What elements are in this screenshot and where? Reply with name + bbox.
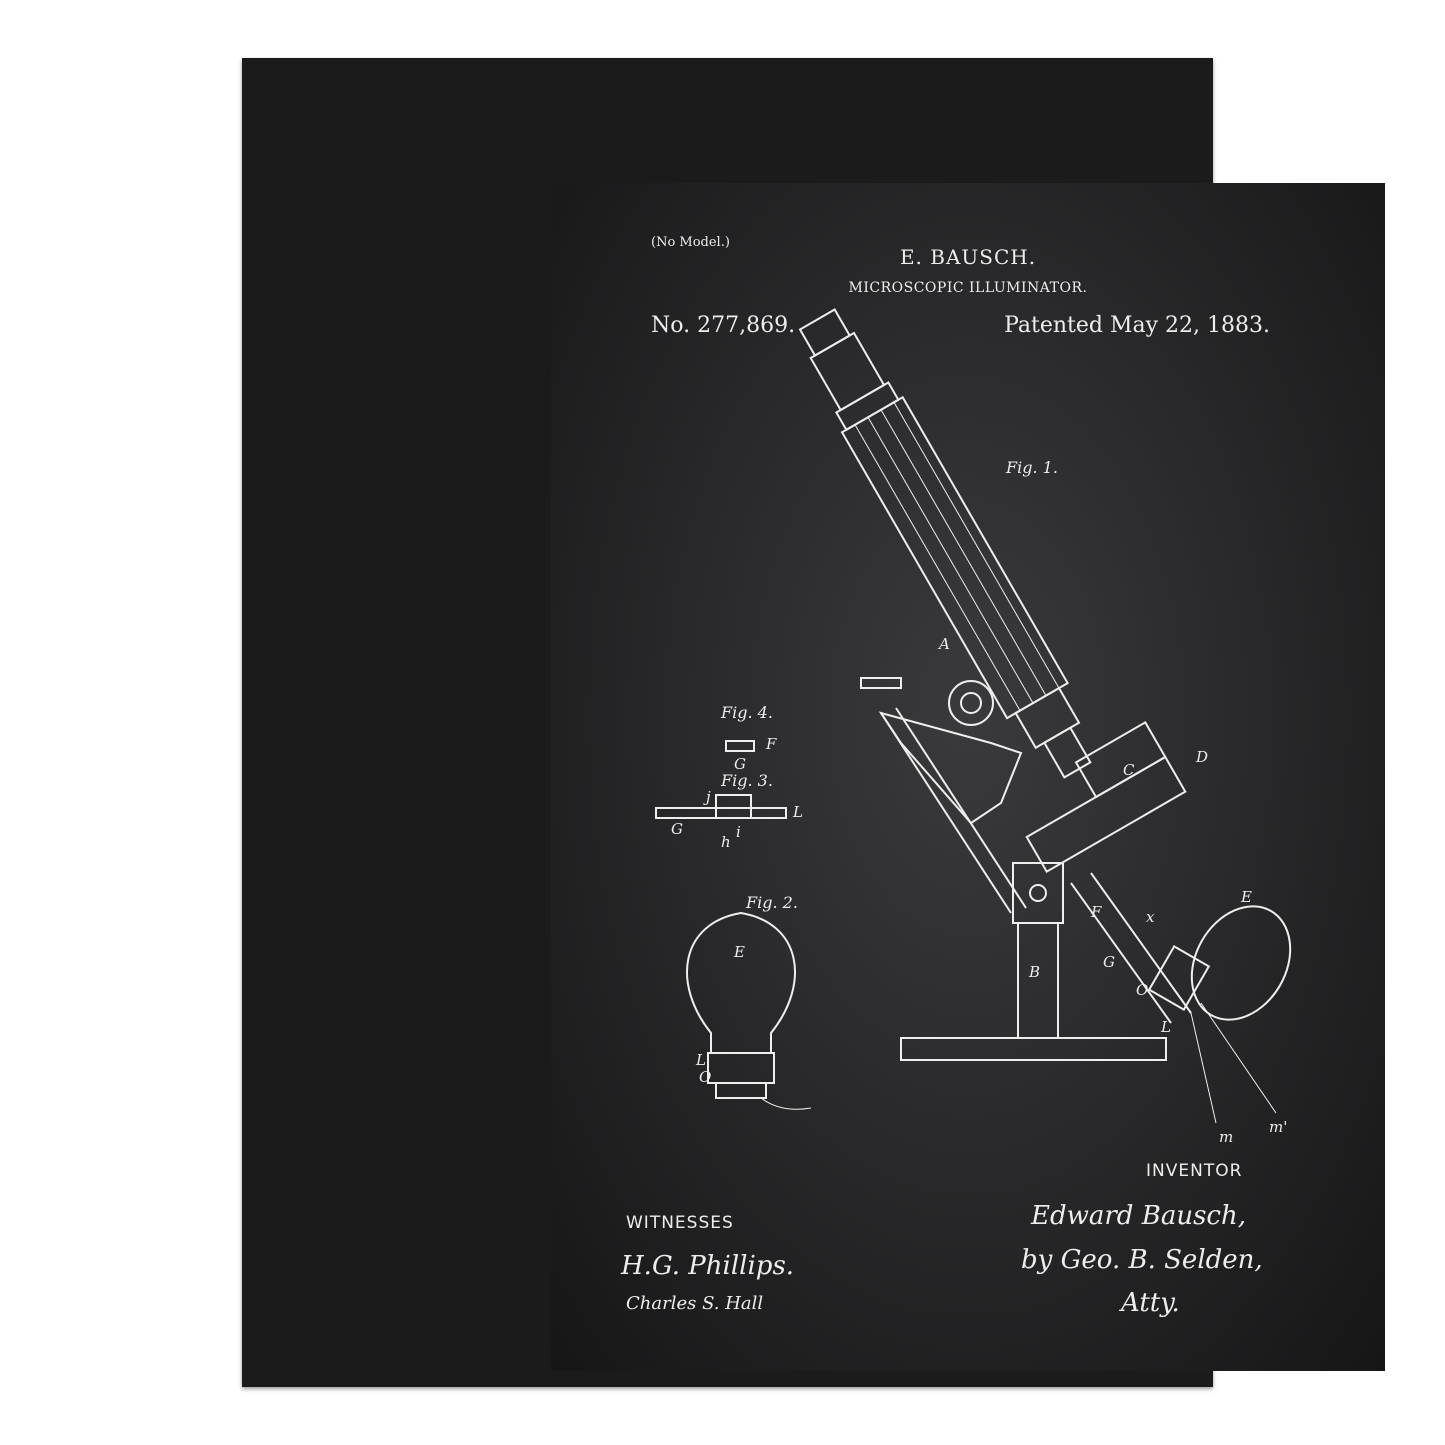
- fig1-label: Fig. 1.: [1006, 458, 1058, 477]
- inventor-heading: INVENTOR: [1146, 1161, 1243, 1181]
- stage: [1025, 755, 1187, 874]
- fig2-label: Fig. 2.: [746, 893, 798, 912]
- witnesses-heading: WITNESSES: [626, 1213, 734, 1233]
- fig4-label-g: G: [734, 755, 746, 773]
- fig3-label-j: j: [706, 788, 711, 806]
- fig3-label-i: i: [736, 823, 741, 841]
- patent-title: MICROSCOPIC ILLUMINATOR.: [848, 280, 1088, 296]
- arm: [878, 711, 1023, 825]
- patent-poster: (No Model.) E. BAUSCH. MICROSCOPIC ILLUM…: [551, 183, 1385, 1371]
- inventor-name-heading: E. BAUSCH.: [899, 245, 1037, 269]
- label-g: G: [1103, 953, 1115, 971]
- inventor-signature: Edward Bausch,: [1031, 1201, 1246, 1231]
- fig3-label-g: G: [671, 820, 683, 838]
- attorney-abbrev: Atty.: [1121, 1288, 1180, 1318]
- fig2-label-e: E: [734, 943, 745, 961]
- label-f: F: [1091, 903, 1102, 921]
- fig3-label-h: h: [721, 833, 731, 851]
- eyepiece: [798, 308, 852, 357]
- fig2-bulb: [686, 911, 796, 1054]
- base: [900, 1037, 1167, 1061]
- fig3-drawing: [655, 807, 787, 819]
- label-m: m: [1219, 1128, 1234, 1146]
- label-d: D: [1196, 748, 1209, 766]
- fig4-label: Fig. 4.: [721, 703, 773, 722]
- label-e: E: [1241, 888, 1252, 906]
- fig3-label: Fig. 3.: [721, 771, 773, 790]
- label-b: B: [1029, 963, 1041, 981]
- patent-date: Patented May 22, 1883.: [1004, 313, 1270, 338]
- fig4-label-f: F: [766, 735, 777, 753]
- main-tube: [840, 395, 1070, 720]
- label-m-prime: m': [1269, 1118, 1288, 1136]
- fig2-label-l: L: [696, 1051, 706, 1069]
- label-l: L: [1161, 1018, 1171, 1036]
- witness-signature-1: H.G. Phillips.: [621, 1251, 795, 1281]
- fig2-label-o: O: [699, 1068, 712, 1086]
- no-model-text: (No Model.): [651, 235, 730, 250]
- patent-number: No. 277,869.: [651, 313, 796, 338]
- fig4-drawing: [725, 740, 755, 752]
- attorney-signature: by Geo. B. Selden,: [1021, 1245, 1263, 1275]
- objective: [1042, 726, 1092, 779]
- microscope-drawing: [655, 308, 1292, 1124]
- label-o: O: [1136, 981, 1149, 999]
- picture-frame: (No Model.) E. BAUSCH. MICROSCOPIC ILLUM…: [242, 58, 1385, 1387]
- label-x: x: [1146, 908, 1155, 926]
- label-c: C: [1123, 761, 1135, 779]
- lamp-bulb-fig1: [1190, 905, 1292, 1021]
- fig3-label-l: L: [793, 803, 803, 821]
- witness-signature-2: Charles S. Hall: [626, 1293, 764, 1314]
- label-a: A: [939, 635, 950, 653]
